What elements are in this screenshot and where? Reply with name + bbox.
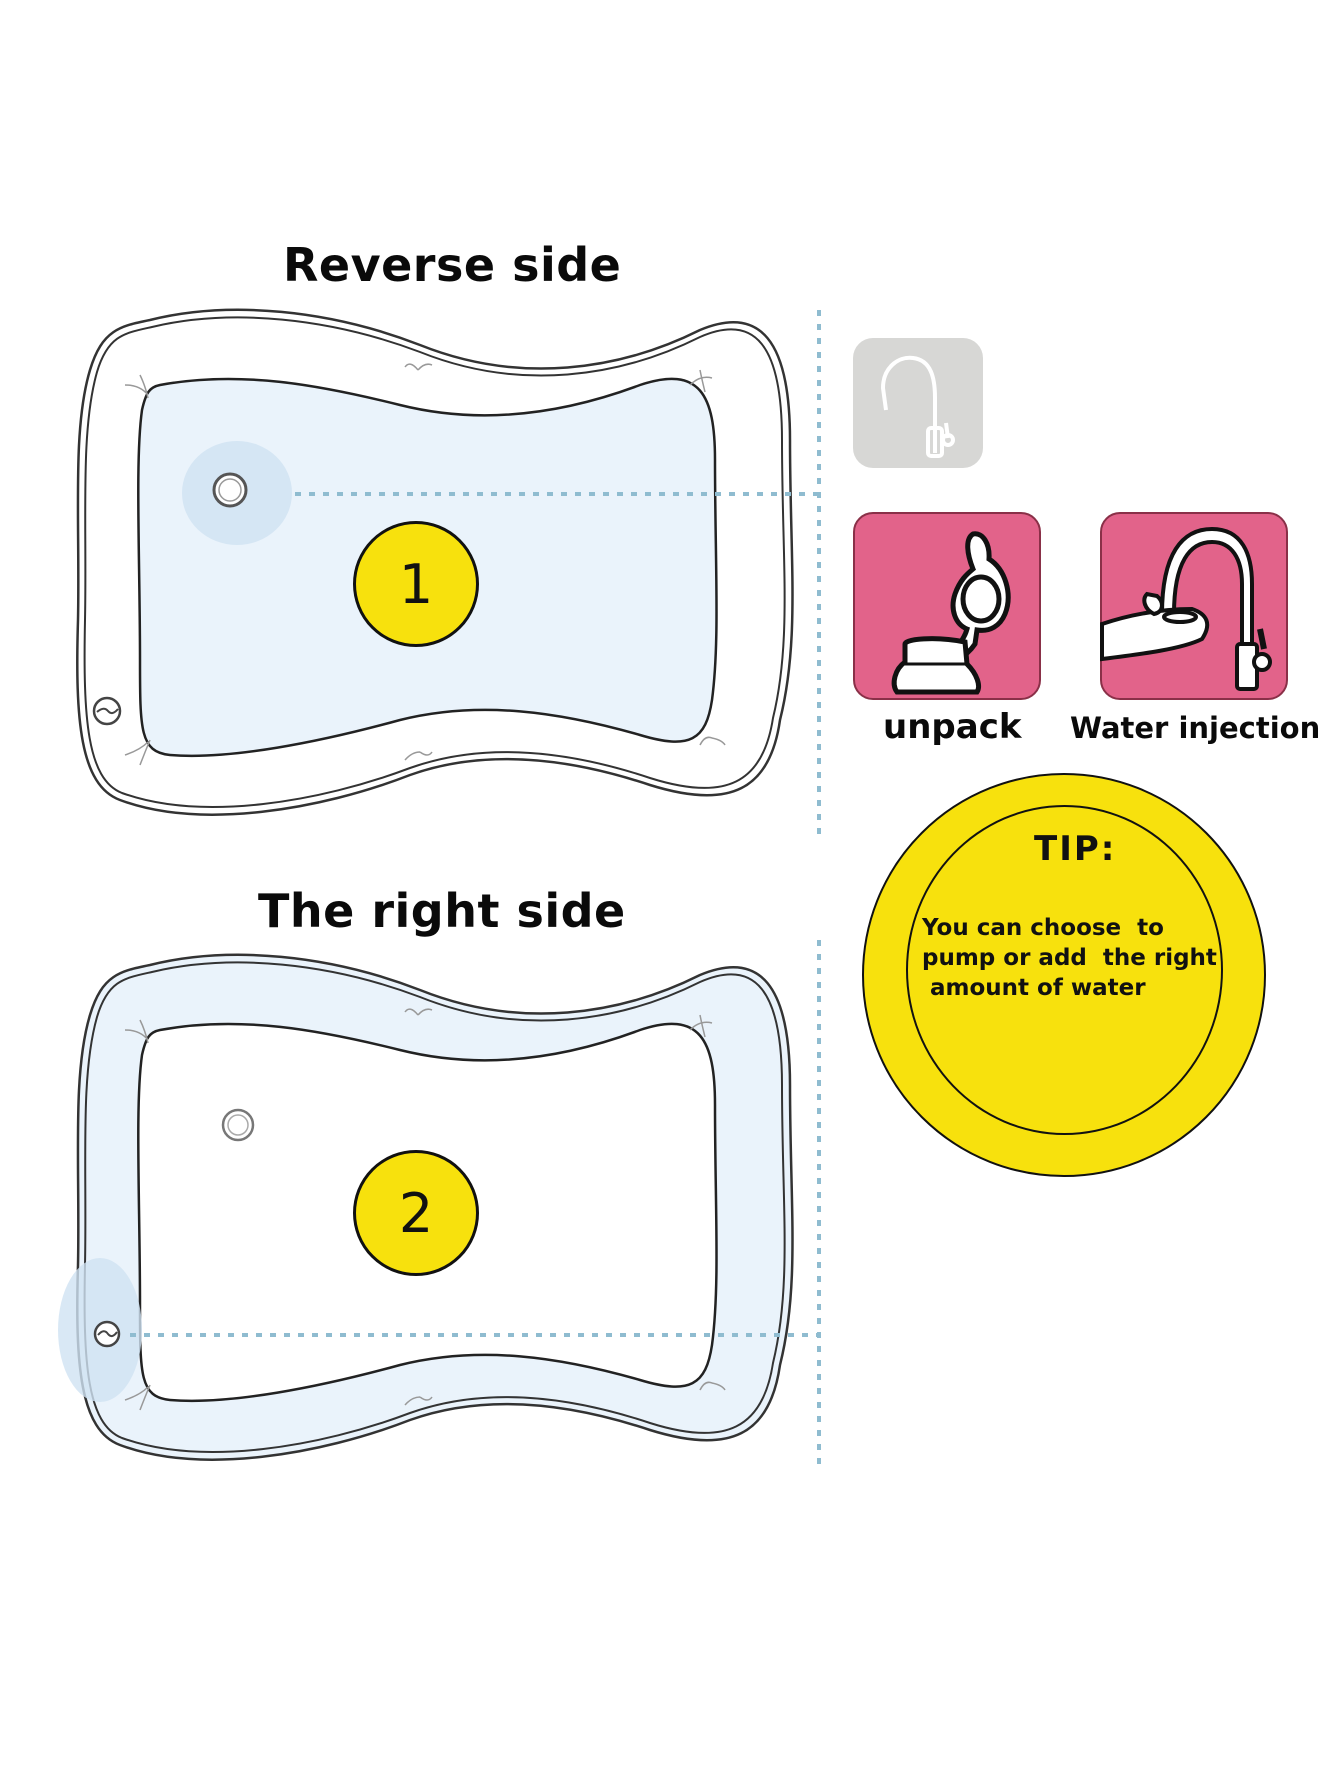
tip-text: You can choose to pump or add the right … — [922, 915, 1217, 1001]
step-number-1: 1 — [398, 552, 434, 616]
unpack-label: unpack — [883, 707, 1022, 747]
step-number-badge-2: 2 — [353, 1150, 479, 1276]
bottle-cap-icon — [891, 531, 1011, 695]
faucet-hint-tile — [853, 338, 983, 468]
reverse-side-heading: Reverse side — [283, 238, 622, 292]
tip-title: TIP: — [1034, 829, 1117, 869]
unpack-tile — [853, 512, 1041, 700]
faucet-icon — [880, 355, 955, 458]
tip-badge: TIP: You can choose to pump or add the r… — [862, 773, 1266, 1177]
step-number-2: 2 — [398, 1181, 434, 1245]
tip-inner-ring — [906, 805, 1223, 1135]
faucet-fill-icon — [1100, 526, 1272, 691]
step-number-badge-1: 1 — [353, 521, 479, 647]
water-injection-tile — [1100, 512, 1288, 700]
right-side-heading: The right side — [258, 884, 626, 938]
water-injection-label: Water injection — [1070, 711, 1321, 745]
